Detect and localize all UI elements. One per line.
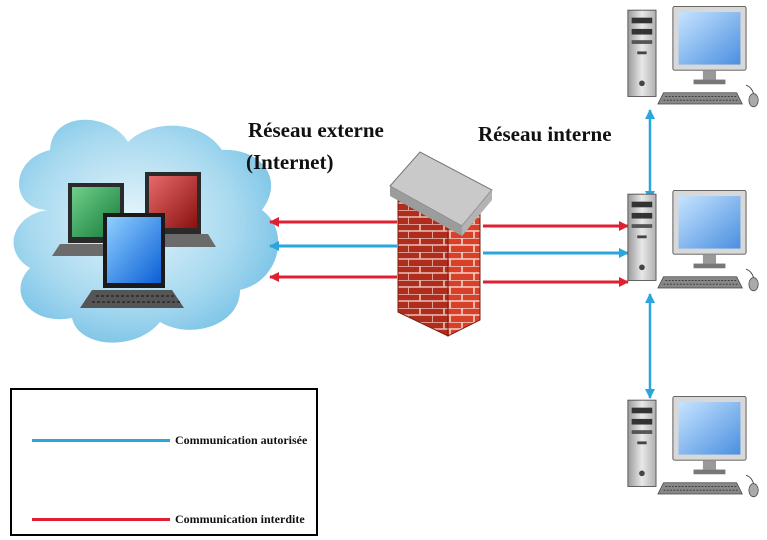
desktop-computer-icon (627, 396, 759, 498)
legend-denied-line (32, 518, 170, 521)
internal-network-label: Réseau interne (478, 122, 612, 146)
external-network-label: Réseau externe (248, 118, 384, 142)
legend-allowed-line (32, 439, 170, 442)
blue-laptop-icon (80, 213, 184, 308)
internet-cloud-icon (13, 119, 279, 343)
internet-label: (Internet) (246, 150, 334, 174)
desktop-computer-icon (627, 190, 759, 292)
legend: Communication autorisée Communication in… (10, 388, 318, 536)
desktop-computer-icon (627, 6, 759, 108)
legend-allowed-label: Communication autorisée (175, 433, 308, 447)
legend-denied-label: Communication interdite (175, 512, 305, 526)
firewall-icon (389, 151, 493, 337)
